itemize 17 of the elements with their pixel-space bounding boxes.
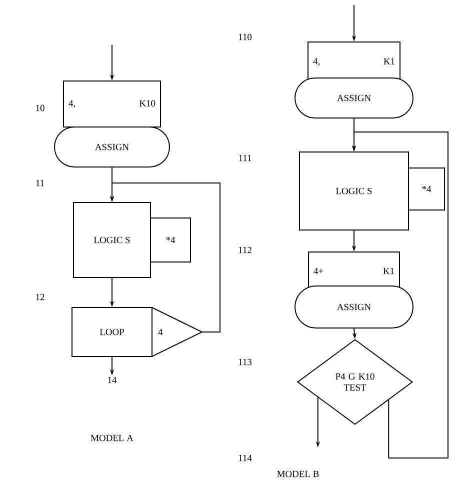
step-label: 110 bbox=[238, 34, 252, 40]
process-box: *4 bbox=[150, 218, 191, 262]
parameter-box: 4, K10 bbox=[63, 80, 161, 128]
step-label: 11 bbox=[36, 180, 44, 186]
parameter-box: 4, K1 bbox=[308, 42, 400, 82]
step-label: MODEL B bbox=[277, 470, 319, 478]
process-box: LOOP bbox=[72, 307, 152, 357]
connector-label: 14 bbox=[108, 376, 117, 384]
step-label: 112 bbox=[238, 246, 252, 254]
step-label: 114 bbox=[238, 454, 252, 462]
step-label: 111 bbox=[239, 154, 252, 162]
step-label: MODEL A bbox=[90, 434, 134, 442]
step-label: 12 bbox=[36, 294, 44, 300]
process-box: *4 bbox=[408, 168, 445, 210]
parameter-box: 4+ K1 bbox=[308, 252, 400, 290]
step-label: 113 bbox=[238, 358, 252, 366]
step-label: 10 bbox=[36, 104, 44, 112]
